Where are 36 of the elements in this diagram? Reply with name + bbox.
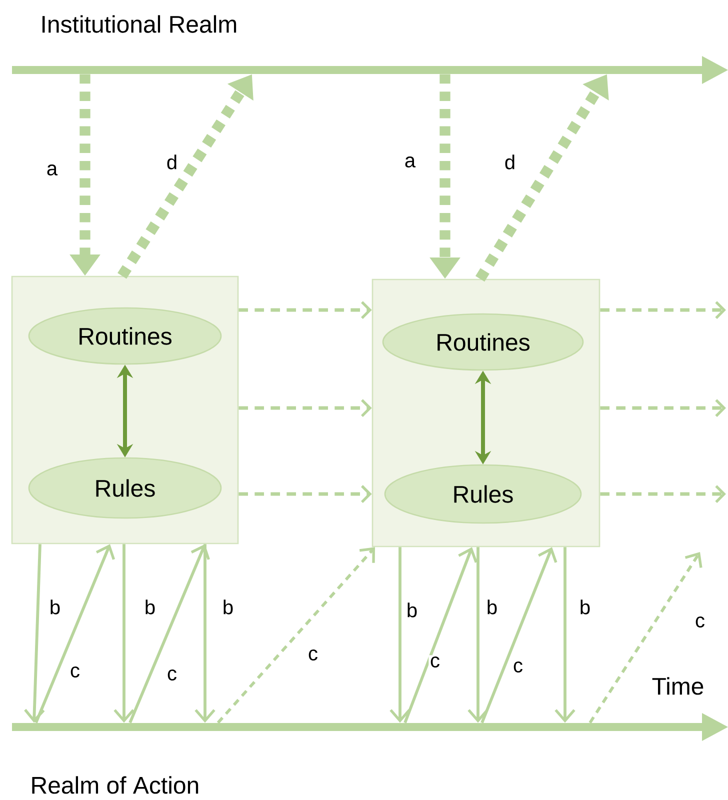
arrow <box>600 485 726 503</box>
edge-label: c <box>70 666 80 678</box>
edge-label: a <box>47 164 58 176</box>
edge-label: c <box>696 616 704 628</box>
edge-label: c <box>308 650 318 660</box>
edge-label: c <box>430 656 440 668</box>
edge-label: d <box>505 154 514 170</box>
arrow <box>216 547 375 724</box>
edge-label: b <box>224 600 233 614</box>
arrow <box>238 399 372 417</box>
arrow <box>114 544 134 723</box>
arrow <box>480 547 558 724</box>
arrow <box>600 301 726 319</box>
edge-label: b <box>50 600 60 614</box>
edge-label: c <box>168 670 176 680</box>
edge-label: b <box>488 600 497 614</box>
realm-label: Institutional Realm <box>42 15 236 33</box>
arrow <box>390 547 410 723</box>
edge-label: c <box>514 662 522 672</box>
arrow <box>588 552 702 724</box>
arrow <box>128 544 210 724</box>
edge-label: b <box>580 600 590 614</box>
edge-label: b <box>408 602 417 618</box>
edge-label: b <box>146 600 155 614</box>
arrow <box>404 547 478 724</box>
arrow <box>554 547 576 723</box>
arrow <box>24 544 45 723</box>
arrow <box>238 301 372 319</box>
edge-label: d <box>167 154 176 170</box>
arrow <box>600 399 726 417</box>
realm-label: Realm of Action <box>32 776 198 794</box>
edge-label: a <box>405 156 416 168</box>
arrow <box>34 544 116 724</box>
arrow <box>194 544 216 723</box>
arrow <box>238 485 372 503</box>
axis-label: Time <box>652 677 704 695</box>
